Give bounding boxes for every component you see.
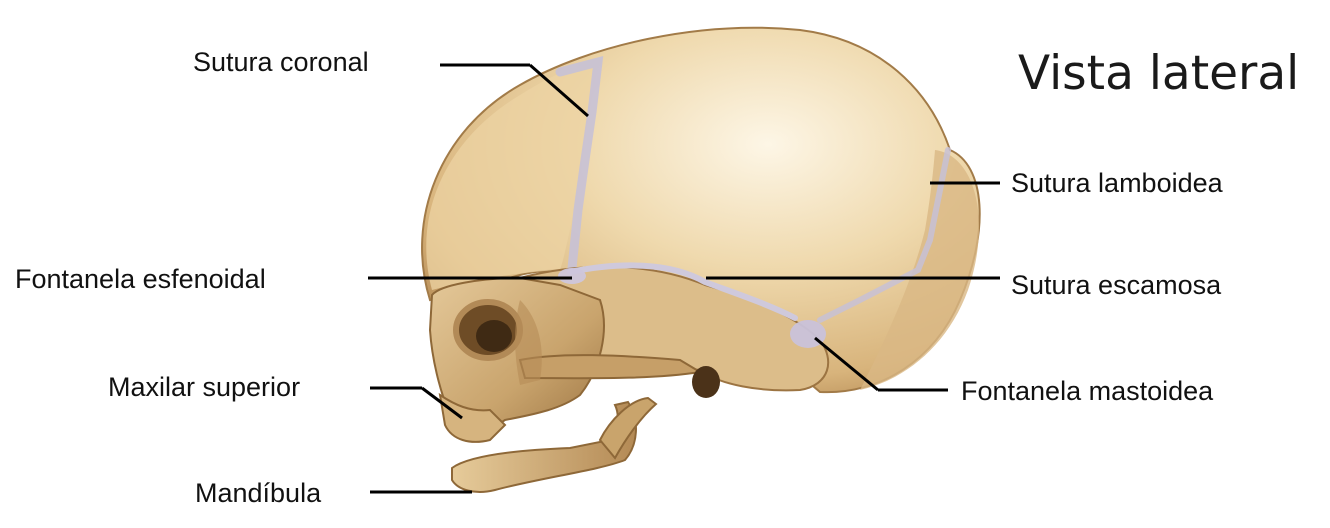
label-sutura-escamosa: Sutura escamosa <box>1011 272 1221 299</box>
label-sutura-coronal: Sutura coronal <box>193 49 369 76</box>
label-maxilar-superior: Maxilar superior <box>108 374 300 401</box>
label-mandibula: Mandíbula <box>195 480 321 507</box>
sphenoid-fontanelle <box>558 268 586 284</box>
diagram-title: Vista lateral <box>1018 50 1299 97</box>
ear-canal <box>692 366 720 398</box>
zygomatic-arch <box>520 355 700 378</box>
label-sutura-lamboidea: Sutura lamboidea <box>1011 170 1223 197</box>
label-fontanela-mastoidea: Fontanela mastoidea <box>961 378 1213 405</box>
label-fontanela-esfenoidal: Fontanela esfenoidal <box>15 266 266 293</box>
